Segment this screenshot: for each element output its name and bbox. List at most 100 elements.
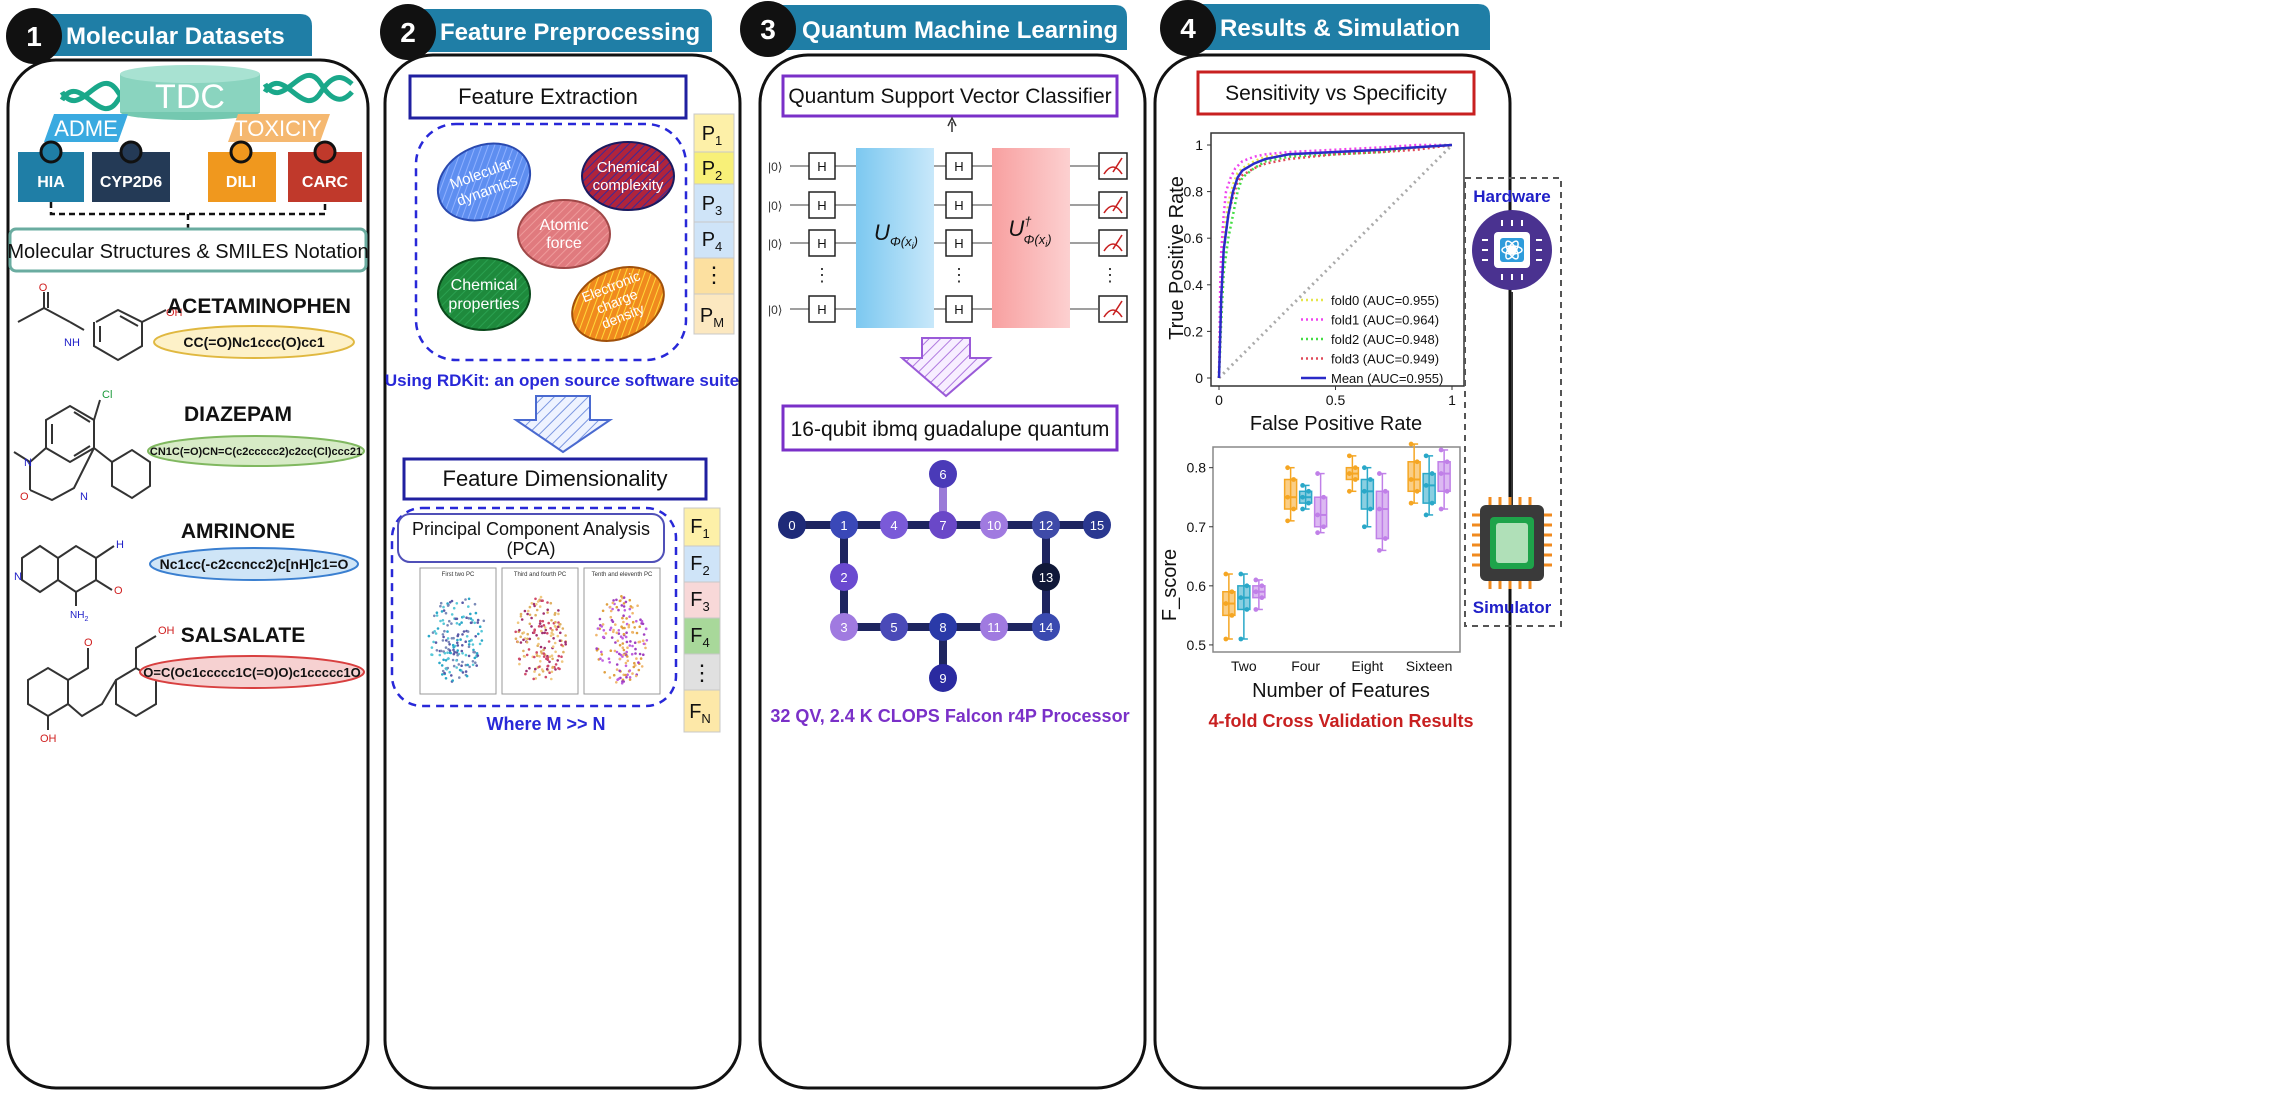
pca-point bbox=[534, 677, 538, 680]
box-point bbox=[1423, 483, 1429, 488]
roc-ytick-label: 0.4 bbox=[1184, 277, 1204, 293]
qubit-node bbox=[929, 460, 957, 488]
pca-point bbox=[441, 639, 445, 642]
pca-point bbox=[446, 657, 450, 661]
f-label-4: F4 bbox=[690, 625, 709, 650]
pca-point bbox=[532, 677, 535, 681]
pca-point bbox=[546, 632, 549, 635]
pca-point bbox=[631, 620, 635, 624]
svg-text:Electronicchargedensity: Electronicchargedensity bbox=[579, 267, 654, 335]
pca-point bbox=[450, 622, 453, 625]
pca-point bbox=[462, 630, 466, 633]
pca-point bbox=[543, 631, 546, 635]
pca-point bbox=[549, 634, 553, 637]
box-point bbox=[1408, 500, 1414, 506]
roc-legend-label: fold1 (AUC=0.964) bbox=[1331, 313, 1439, 328]
pca-point bbox=[464, 663, 468, 667]
pca-point bbox=[542, 655, 546, 658]
roc-xlabel: False Positive Rate bbox=[1250, 413, 1422, 435]
pca-point bbox=[456, 633, 460, 636]
pca-point bbox=[622, 596, 626, 599]
pca-point bbox=[478, 625, 482, 628]
pca-point bbox=[562, 650, 565, 654]
pca-point bbox=[545, 667, 549, 671]
m-n-condition: Where M >> N bbox=[486, 714, 605, 734]
wire-ellipsis: ⋮ bbox=[813, 265, 831, 285]
pca-point bbox=[473, 656, 477, 660]
pca-point bbox=[427, 634, 431, 638]
pca-point bbox=[635, 657, 638, 660]
roc-series-line bbox=[1217, 143, 1453, 379]
pca-point bbox=[644, 646, 647, 650]
pca-point bbox=[528, 605, 532, 609]
pca-point bbox=[535, 654, 539, 658]
p-label-1: P1 bbox=[702, 123, 723, 148]
roc-ytick-label: 0.2 bbox=[1184, 323, 1204, 339]
pca-point bbox=[452, 606, 456, 610]
pca-point bbox=[538, 598, 541, 602]
pca-point bbox=[467, 643, 471, 646]
box-body bbox=[1375, 490, 1390, 540]
box-point bbox=[1244, 583, 1250, 589]
pca-point bbox=[447, 640, 451, 644]
pca-point bbox=[624, 664, 628, 668]
pca-point bbox=[537, 637, 540, 640]
hw-sim-frame bbox=[1464, 177, 1562, 627]
qubit-node bbox=[778, 511, 806, 539]
box-point bbox=[1438, 471, 1444, 476]
pca-point bbox=[530, 616, 533, 620]
pca-point bbox=[443, 671, 446, 675]
pca-point bbox=[616, 639, 620, 643]
hadamard-gate-label: H bbox=[817, 302, 826, 317]
pca-point bbox=[637, 668, 641, 672]
pca-point bbox=[624, 673, 627, 677]
box-point bbox=[1414, 488, 1420, 494]
hadamard-gate-label: H bbox=[954, 302, 963, 317]
pca-point bbox=[440, 610, 444, 613]
pca-point bbox=[466, 663, 470, 667]
panel-2-header: 2 Feature Preprocessing bbox=[380, 4, 712, 60]
pca-point bbox=[432, 640, 435, 644]
panel-4-title: Results & Simulation bbox=[1220, 15, 1460, 42]
pca-point bbox=[542, 652, 546, 655]
pca-point bbox=[633, 641, 637, 644]
pca-point bbox=[455, 602, 459, 605]
circuit-output-arrow bbox=[947, 116, 957, 132]
pca-point bbox=[550, 677, 553, 681]
pca-point bbox=[614, 623, 617, 626]
feature-extraction-title: Feature Extraction bbox=[458, 84, 638, 109]
roc-xtick-label: 1 bbox=[1448, 392, 1456, 408]
pca-point bbox=[438, 661, 441, 665]
feature-dimensionality-box bbox=[402, 457, 708, 501]
feature-molecular-dynamics: Moleculardynamics bbox=[436, 142, 532, 222]
box-point bbox=[1229, 612, 1235, 618]
pca-point bbox=[640, 665, 644, 668]
pca-point bbox=[458, 623, 461, 626]
panel-3-frame bbox=[758, 53, 1147, 1090]
panel-3-title: Quantum Machine Learning bbox=[802, 17, 1118, 44]
panel-4-header: 4 Results & Simulation bbox=[1160, 0, 1490, 56]
pca-point bbox=[633, 626, 636, 629]
pca-point bbox=[474, 611, 478, 615]
pca-point bbox=[623, 609, 627, 612]
pca-point bbox=[625, 631, 628, 634]
pca-point bbox=[523, 655, 526, 658]
pca-point bbox=[595, 647, 598, 650]
hadamard-gate-label: H bbox=[954, 236, 963, 251]
pca-point bbox=[442, 622, 446, 625]
feature-electronic-charge-density: Electronicchargedensity bbox=[571, 266, 665, 342]
pca-point bbox=[444, 611, 448, 615]
pca-point bbox=[461, 652, 464, 655]
pca-point bbox=[622, 653, 625, 656]
pca-point bbox=[532, 631, 536, 634]
pca-point bbox=[621, 626, 625, 630]
box-body bbox=[1407, 461, 1421, 493]
hadamard-gate bbox=[808, 229, 836, 257]
pca-point bbox=[642, 642, 646, 646]
pca-point bbox=[448, 649, 452, 652]
acetaminophen-structure bbox=[17, 292, 167, 362]
pca-point bbox=[439, 649, 443, 653]
dataset-connector bbox=[49, 202, 327, 228]
pca-point bbox=[519, 612, 523, 616]
